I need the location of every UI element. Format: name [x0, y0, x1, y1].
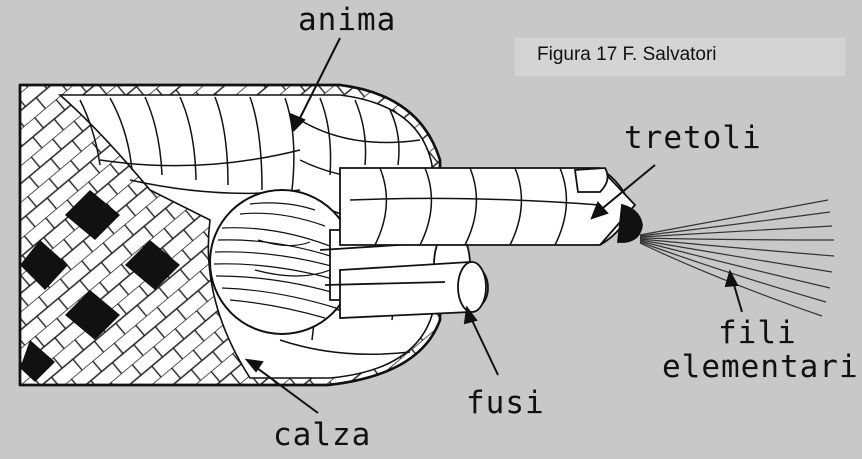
fili-elementari-fibres: [640, 200, 834, 316]
label-elementari: elementari: [662, 352, 859, 383]
label-anima: anima: [298, 5, 396, 36]
figure-caption: Figura 17 F. Salvatori: [537, 44, 717, 66]
label-calza: calza: [273, 420, 371, 451]
label-fusi: fusi: [466, 388, 545, 419]
arrow-fusi: [470, 316, 498, 375]
label-tretoli: tretoli: [624, 123, 762, 154]
label-fili: fili: [718, 318, 797, 349]
